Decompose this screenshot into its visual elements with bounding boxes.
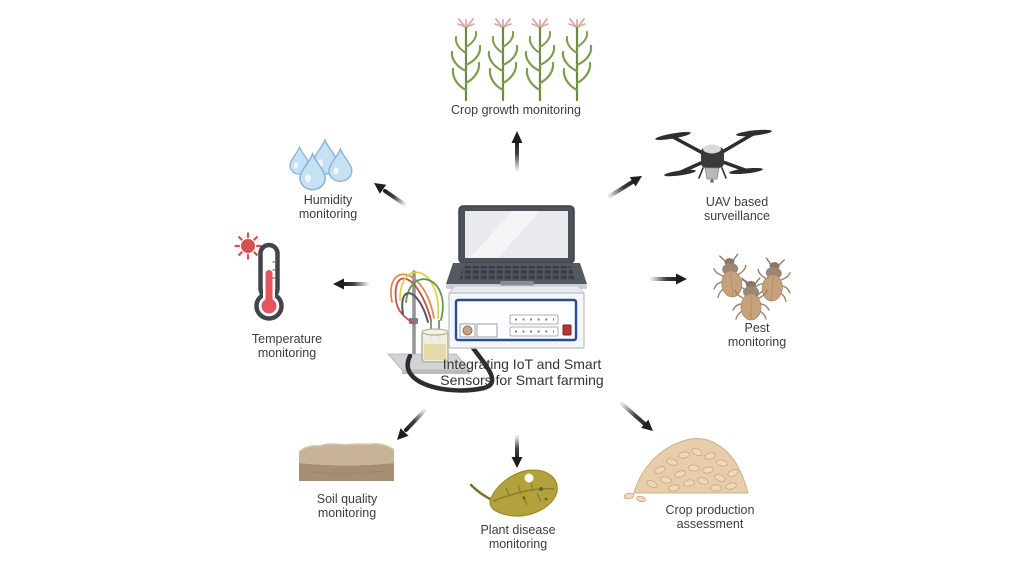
arrow-to-uav (608, 176, 642, 198)
label-plant-disease: Plant disease monitoring (480, 523, 556, 551)
label-soil-quality: Soil quality monitoring (316, 492, 378, 520)
label-humidity: Humidity monitoring (298, 193, 358, 221)
laptop-icon (446, 205, 587, 289)
label-pest: Pest monitoring (727, 321, 787, 349)
sensor-cable (405, 335, 495, 393)
label-crop-growth: Crop growth monitoring (451, 103, 581, 117)
power-button (562, 324, 572, 336)
water-drops-icon (289, 139, 353, 191)
beetles-icon (710, 252, 794, 321)
arrow-to-crop-growth (511, 131, 523, 171)
drone-icon (655, 129, 772, 183)
arrow-to-soil-quality (397, 409, 426, 440)
arrow-to-crop-production (620, 402, 653, 431)
corn-plants-icon (450, 17, 593, 102)
beaker-icon (421, 320, 449, 363)
sensor-device-box (447, 285, 586, 349)
label-crop-production: Crop production assessment (665, 503, 755, 531)
connector-strips (509, 314, 559, 337)
sensor-wires (390, 271, 444, 325)
arrow-to-pest (650, 273, 687, 285)
soil-layers-icon (298, 443, 395, 481)
label-temperature: Temperature monitoring (251, 332, 323, 360)
arrow-to-temperature (333, 278, 369, 290)
arrow-to-humidity (374, 183, 406, 206)
leaf-icon (469, 469, 558, 517)
grain-pile-icon (623, 438, 749, 503)
diagram-title: Integrating IoT and Smart Sensors for Sm… (440, 356, 604, 388)
sensor-stand (387, 270, 495, 393)
label-uav-surveillance: UAV based surveillance (703, 195, 770, 223)
arrow-to-plant-disease (511, 435, 523, 468)
sun-icon (234, 232, 262, 260)
thermometer-icon (234, 232, 284, 321)
